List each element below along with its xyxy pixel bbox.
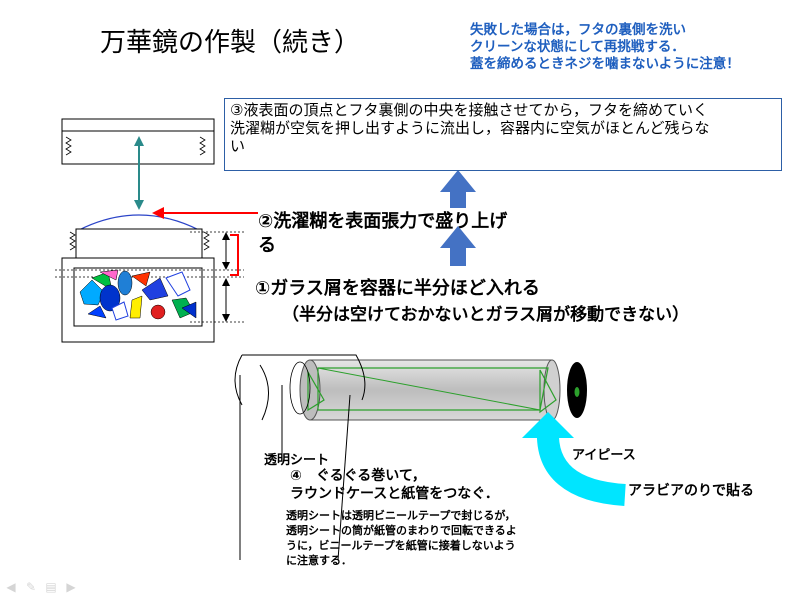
transparent-sheet (234, 354, 366, 561)
eyepiece (567, 362, 587, 418)
step4-note-line: に注意する． (286, 554, 352, 567)
back-icon[interactable]: ◀ (6, 580, 16, 594)
step4-text: ④ ぐるぐる巻いて， ラウンドケースと紙管をつなぐ． (290, 467, 499, 503)
red-arrow (152, 207, 258, 219)
step4-note: 透明シートは透明ビニールテープで封じるが， 透明シートの筒が紙管のまわりで回転で… (286, 508, 517, 568)
note-line: 蓋を締めるときネジを噛まないように注意！ (470, 56, 740, 72)
dimension-markers (222, 232, 239, 322)
eyepiece-label: アイピース (572, 448, 636, 463)
step3-line: 洗濯糊が空気を押し出すように流出し，容器内に空気がほとんど残らな (230, 119, 710, 137)
container-assembly (55, 214, 244, 343)
step2-text: ②洗濯糊を表面張力で盛り上げ る (258, 210, 588, 258)
kaleidoscope-tube (299, 359, 561, 421)
forward-icon[interactable]: ▶ (66, 580, 76, 594)
step4-note-line: うに，ビニールテープを紙管に接着しないよう (286, 539, 516, 552)
step2-line: ②洗濯糊を表面張力で盛り上げ (258, 211, 508, 232)
menu-icon[interactable]: ▤ (45, 580, 57, 594)
teal-double-arrow (134, 136, 144, 210)
transparent-sheet-label: 透明シート (264, 453, 330, 468)
page-title: 万華鏡の作製（続き） (100, 28, 361, 58)
step1-text: ①ガラス屑を容器に半分ほど入れる (255, 278, 540, 299)
step4-line: ラウンドケースと紙管をつなぐ． (290, 486, 499, 502)
step4-note-line: 透明シートの筒が紙管のまわりで回転できるよ (286, 524, 517, 537)
step4-line: ④ ぐるぐる巻いて， (290, 468, 426, 484)
step3-line: い (230, 137, 246, 155)
glass-pieces (79, 269, 197, 321)
step4-note-line: 透明シートは透明ビニールテープで封じるが， (286, 509, 516, 522)
cyan-arrow (522, 412, 626, 506)
step3-box: ③液表面の頂点とフタ裏側の中央を接触させてから，フタを締めていく 洗濯糊が空気を… (224, 98, 782, 171)
slide-toolbar: ◀ ✎ ▤ ▶ (4, 580, 78, 594)
failure-note: 失敗した場合は，フタの裏側を洗い クリーンな状態にして再挑戦する． 蓋を締めると… (470, 22, 790, 73)
pen-icon[interactable]: ✎ (25, 580, 37, 594)
note-line: 失敗した場合は，フタの裏側を洗い (470, 22, 686, 38)
glue-label: アラビアのりで貼る (628, 483, 754, 499)
step2-line: る (258, 235, 276, 256)
step3-line: ③液表面の頂点とフタ裏側の中央を接触させてから，フタを締めていく (230, 101, 709, 119)
note-line: クリーンな状態にして再挑戦する． (470, 39, 685, 55)
step1-subtext: （半分は空けておかないとガラス屑が移動できない） (282, 305, 690, 325)
up-arrows (440, 170, 476, 266)
